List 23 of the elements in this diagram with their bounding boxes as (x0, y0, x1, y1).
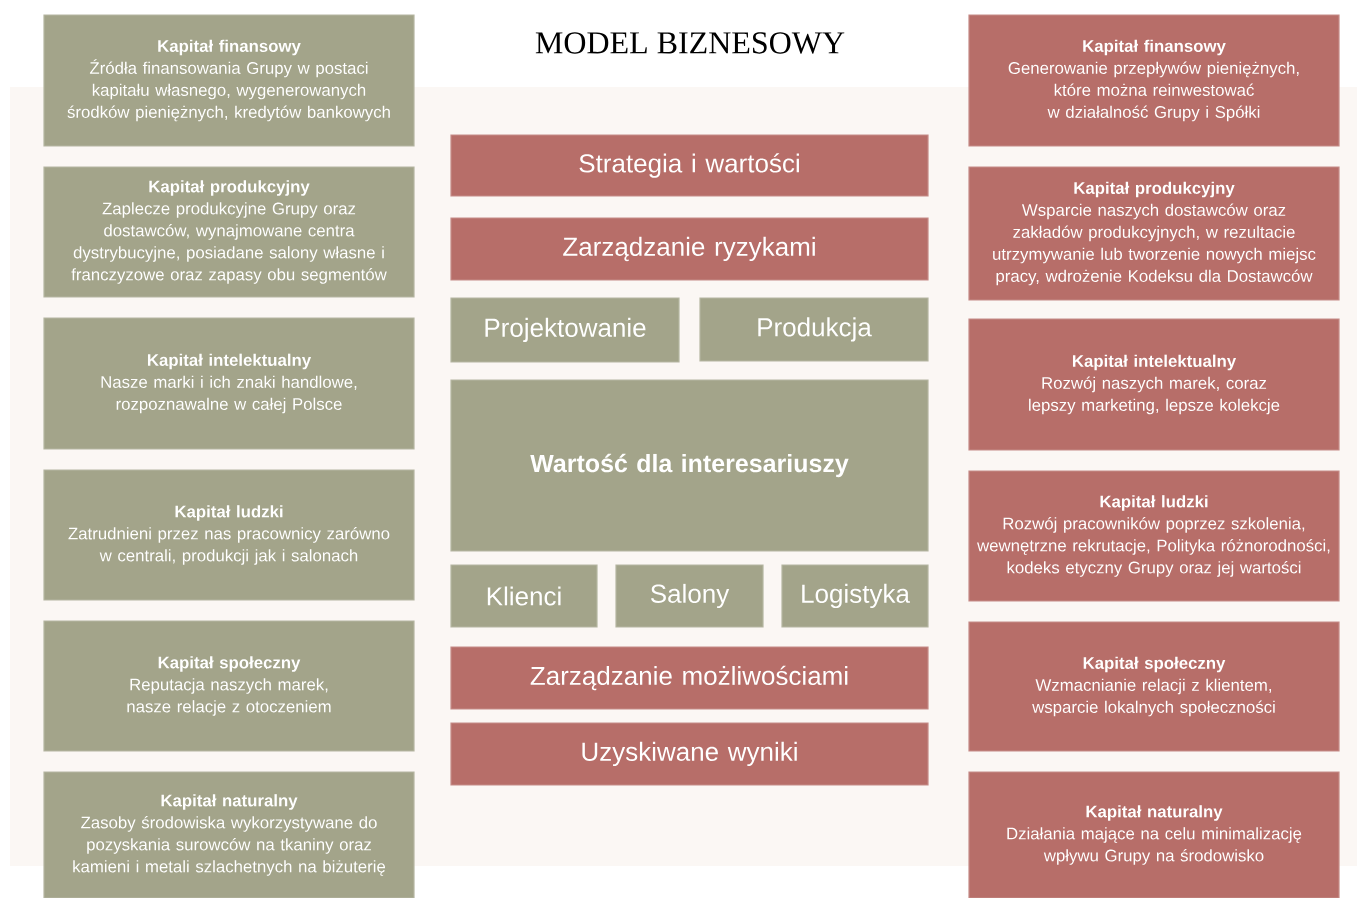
outcome-box: Kapitał społeczny Wzmacnianie relacji z klientem, wsparcie lokalnych społeczności (968, 621, 1340, 752)
stage-box: Strategia i wartości (450, 134, 929, 197)
capital-box: Kapitał naturalny Zasoby środowiska wykorzystywane do pozyskania surowców na tkaniny oraz kamieni i metali szlachetnych na biżuterię (43, 771, 415, 898)
stage-box: Projektowanie (450, 297, 680, 363)
stage-box: Uzyskiwane wyniki (450, 722, 929, 786)
value-box: Wartość dla interesariuszy (450, 379, 929, 552)
outcome-box: Kapitał finansowy Generowanie przepływów pieniężnych, które można reinwestować w działalność Grupy i Spółki (968, 14, 1340, 147)
stage-box: Klienci (450, 564, 598, 628)
capital-box: Kapitał intelektualny Nasze marki i ich znaki handlowe, rozpoznawalne w całej Polsce (43, 317, 415, 450)
outcome-box: Kapitał intelektualny Rozwój naszych marek, coraz lepszy marketing, lepsze kolekcje (968, 318, 1340, 451)
stage-box: Produkcja (699, 297, 929, 362)
capital-box: Kapitał finansowy Źródła finansowania Grupy w postaci kapitału własnego, wygenerowanych środków pieniężnych, kredytów bankowych (43, 14, 415, 147)
capital-box: Kapitał produkcyjny Zaplecze produkcyjne Grupy oraz dostawców, wynajmowane centra dystrybucyjne, posiadane salony własne i franczyzowe oraz zapasy obu segmentów (43, 166, 415, 298)
outcome-box: Kapitał produkcyjny Wsparcie naszych dostawców oraz zakładów produkcyjnych, w rezultacie utrzymywanie lub tworzenie nowych miejsc pracy, wdrożenie Kodeksu dla Dostawców (968, 166, 1340, 301)
stage-box: Zarządzanie ryzykami (450, 217, 929, 281)
stage-box: Salony (615, 564, 764, 628)
outcome-box: Kapitał ludzki Rozwój pracowników poprzez szkolenia, wewnętrzne rekrutacje, Polityka różnorodności, kodeks etyczny Grupy oraz jej wartości (968, 470, 1340, 602)
title: MODEL BIZNESOWY (535, 32, 845, 54)
capital-box: Kapitał ludzki Zatrudnieni przez nas pracownicy zarówno w centrali, produkcji jak i salonach (43, 469, 415, 601)
stage-box: Zarządzanie możliwościami (450, 646, 929, 710)
outcome-box: Kapitał naturalny Działania mające na celu minimalizację wpływu Grupy na środowisko (968, 771, 1340, 898)
stage-box: Logistyka (781, 564, 929, 628)
capital-box: Kapitał społeczny Reputacja naszych marek, nasze relacje z otoczeniem (43, 620, 415, 752)
